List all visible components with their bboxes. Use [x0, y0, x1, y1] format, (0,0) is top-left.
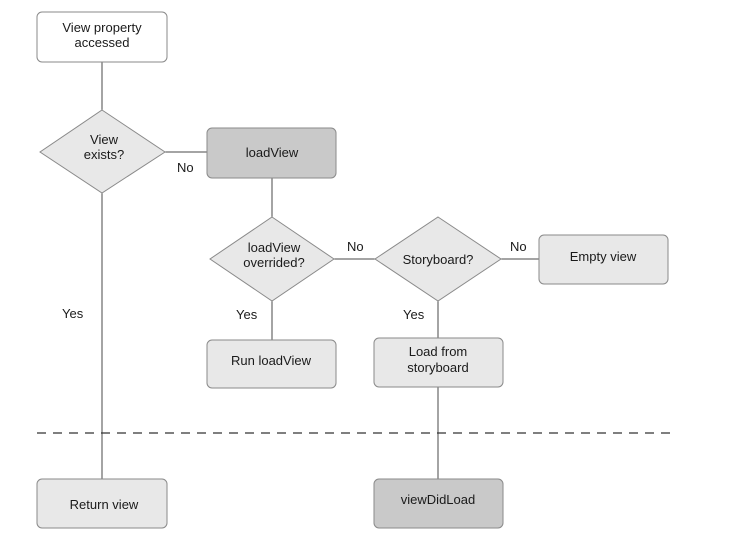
- node-load-from-storyboard: Load from storyboard: [373, 337, 504, 388]
- node-loadview-overrided-decision: loadView overrided?: [209, 216, 335, 302]
- node-load-from-storyboard-line1: Load from: [409, 344, 468, 359]
- node-view-property-accessed-line1: View property: [62, 20, 142, 35]
- node-load-from-storyboard-line2: storyboard: [407, 360, 468, 375]
- node-run-loadview: Run loadView: [206, 339, 337, 389]
- node-return-view-label: Return view: [70, 497, 139, 512]
- node-viewdidload-label: viewDidLoad: [401, 492, 475, 507]
- edge-label-view-exists-yes: Yes: [62, 306, 84, 321]
- node-storyboard-decision: Storyboard?: [374, 216, 502, 302]
- node-viewdidload: viewDidLoad: [373, 478, 504, 529]
- node-view-exists-decision: View exists?: [39, 109, 166, 194]
- edge-label-overrided-yes: Yes: [236, 307, 258, 322]
- node-loadview-overrided-line1: loadView: [248, 240, 301, 255]
- node-view-property-accessed-line2: accessed: [75, 35, 130, 50]
- node-loadview-label: loadView: [246, 145, 299, 160]
- node-storyboard-label: Storyboard?: [403, 252, 474, 267]
- node-loadview: loadView: [206, 127, 337, 179]
- node-run-loadview-label: Run loadView: [231, 353, 312, 368]
- node-view-property-accessed: View property accessed: [36, 11, 168, 63]
- node-empty-view-label: Empty view: [570, 249, 637, 264]
- edge-label-view-exists-no: No: [177, 160, 194, 175]
- node-empty-view: Empty view: [538, 234, 669, 285]
- node-loadview-overrided-line2: overrided?: [243, 255, 304, 270]
- edge-label-storyboard-yes: Yes: [403, 307, 425, 322]
- node-view-exists-line1: View: [90, 132, 119, 147]
- edge-label-storyboard-no: No: [510, 239, 527, 254]
- node-view-exists-line2: exists?: [84, 147, 124, 162]
- edge-label-overrided-no: No: [347, 239, 364, 254]
- node-return-view: Return view: [36, 478, 168, 529]
